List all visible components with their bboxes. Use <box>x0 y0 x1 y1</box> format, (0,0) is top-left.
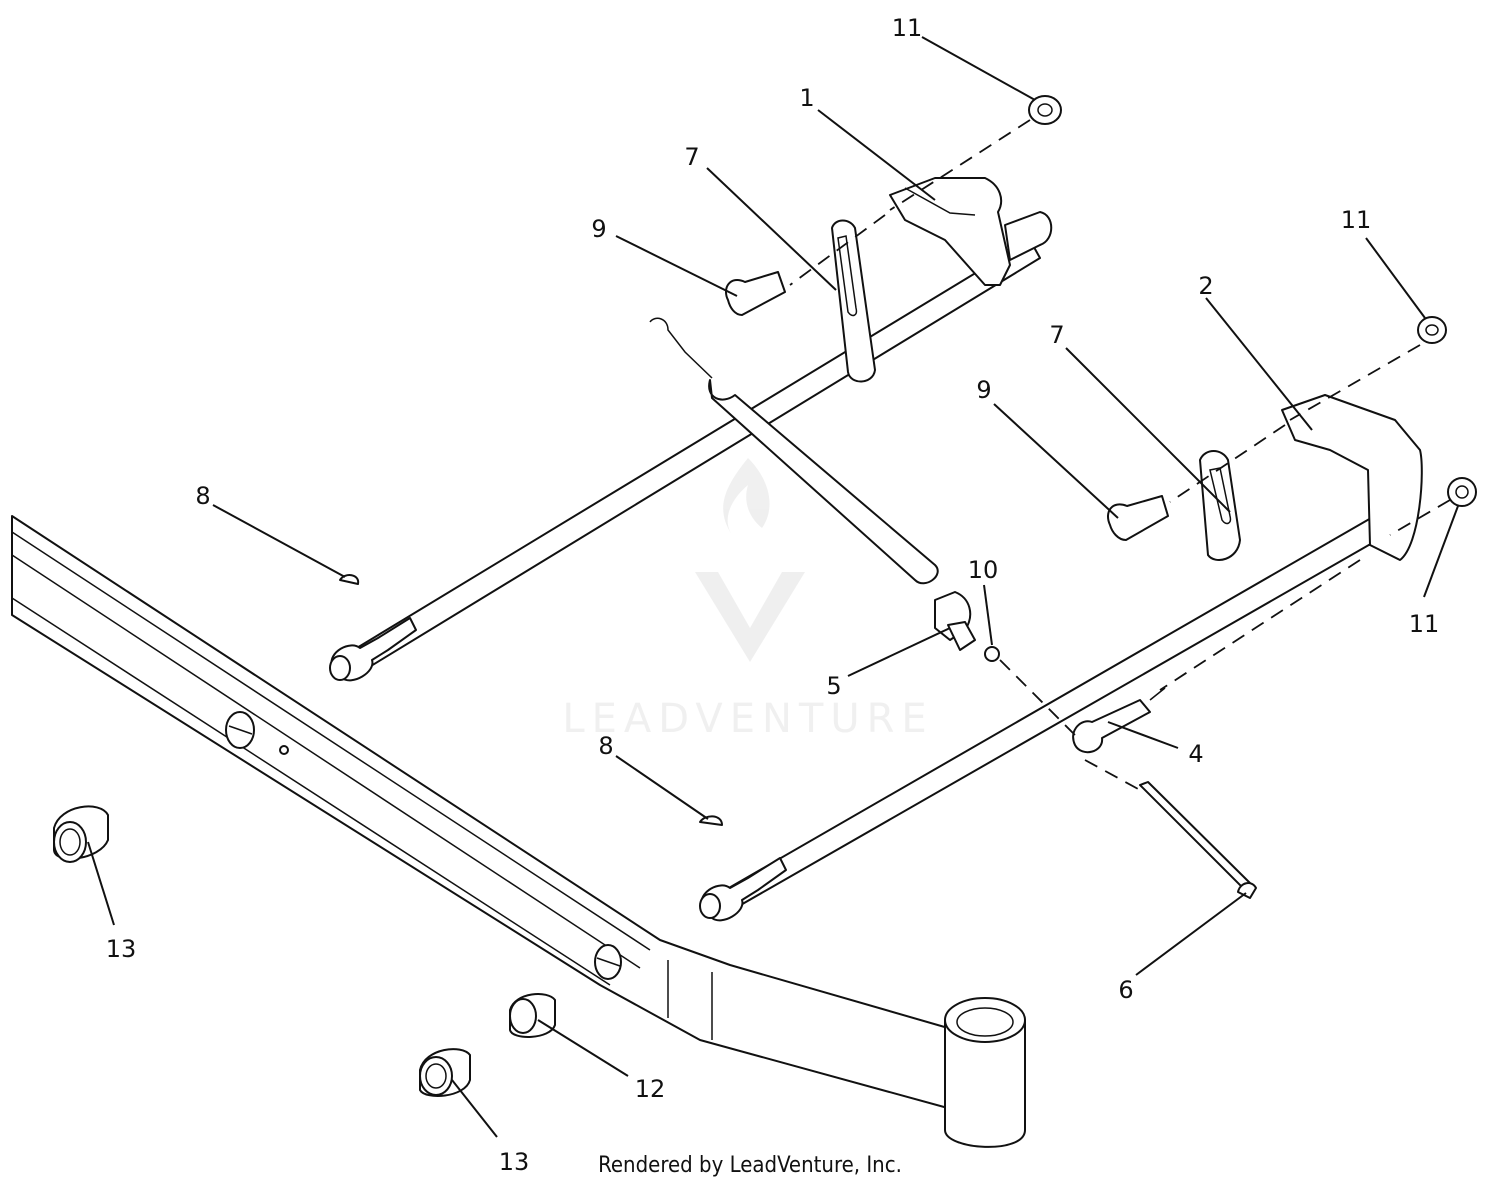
leader-lines <box>87 36 1459 1138</box>
callout-12: 12 <box>635 1075 666 1103</box>
credit-text: Rendered by LeadVenture, Inc. <box>598 1153 902 1178</box>
callout-13-bottom: 13 <box>499 1148 530 1176</box>
callout-1: 1 <box>799 84 814 112</box>
spring-assembly <box>649 317 1000 662</box>
callout-10: 10 <box>968 556 999 584</box>
callout-11-lower: 11 <box>1409 610 1440 638</box>
callout-2: 2 <box>1198 272 1213 300</box>
callout-4: 4 <box>1188 740 1203 768</box>
callout-13-left: 13 <box>106 935 137 963</box>
callout-labels: 11 1 7 9 11 2 7 9 8 10 11 5 8 4 13 6 12 … <box>106 14 1440 1176</box>
watermark-text: LEADVENTURE <box>562 696 933 742</box>
leadventure-watermark: LEADVENTURE <box>562 458 933 742</box>
callout-8-upper: 8 <box>195 482 210 510</box>
callout-9-lower: 9 <box>976 376 991 404</box>
rod-assembly-lower <box>699 394 1423 922</box>
callout-11-right: 11 <box>1341 206 1372 234</box>
callout-5: 5 <box>826 672 841 700</box>
callout-8-lower: 8 <box>598 732 613 760</box>
fasteners <box>53 95 1477 1097</box>
callout-7-lower: 7 <box>1049 321 1064 349</box>
callout-7-upper: 7 <box>684 143 699 171</box>
frame-rail <box>11 515 1026 1148</box>
rod-assembly-upper <box>329 177 1053 682</box>
alignment-lines <box>789 119 1451 791</box>
callout-9-upper: 9 <box>591 215 606 243</box>
callout-11-top: 11 <box>892 14 923 42</box>
callout-6: 6 <box>1118 976 1133 1004</box>
